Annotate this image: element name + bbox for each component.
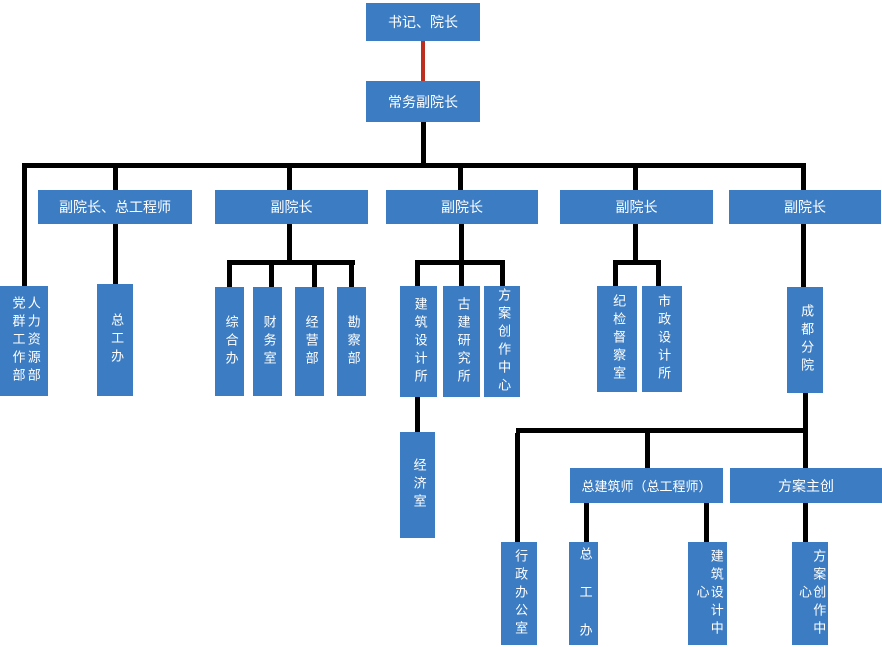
node-label: 副院长 — [270, 200, 313, 216]
connector-drop-branch-3 — [633, 168, 638, 190]
node-chengdu-branch[interactable]: 成都分院 — [787, 287, 823, 393]
connector-drop-branch-0 — [113, 168, 118, 190]
node-label: 总建筑师（总工程师） — [581, 480, 712, 495]
node-label: 副院长、总工程师 — [59, 200, 171, 216]
node-branch-scheme-creation-center[interactable]: 方案创作中心 — [792, 542, 828, 645]
node-label: 书记、院长 — [388, 15, 458, 31]
node-label: 党群工作部 — [9, 296, 25, 386]
connector-branch2-drop-0 — [415, 265, 420, 286]
connector-branch4-stem — [801, 224, 806, 287]
connector-branch3-drop-0 — [613, 265, 618, 286]
connector-executive-stem — [421, 122, 426, 163]
node-label: 市政设计所 — [655, 294, 671, 384]
connector-branch1-drop-2 — [312, 265, 317, 287]
node-ancient-building-institute[interactable]: 古建研究所 — [443, 286, 480, 397]
node-label: 勘察部 — [344, 314, 360, 369]
node-label: 副院长 — [784, 200, 826, 216]
node-label: 建筑设计中心 — [693, 548, 723, 639]
node-vice-dean-4[interactable]: 副院长 — [729, 190, 881, 224]
node-architecture-design-center[interactable]: 建筑设计中心 — [688, 542, 727, 645]
node-label: 经济室 — [410, 458, 426, 512]
node-economics-office[interactable]: 经济室 — [400, 432, 435, 538]
node-label: 方案主创 — [778, 478, 834, 495]
node-scheme-chief-creator[interactable]: 方案主创 — [730, 468, 882, 503]
connector-chief-architect-drop-0 — [584, 503, 589, 542]
node-label: 常务副院长 — [388, 94, 458, 111]
node-label: 总 工 办 — [576, 546, 592, 641]
connector-branch3-drop-1 — [656, 265, 661, 286]
connector-branch2-stem — [459, 224, 464, 260]
node-vice-dean-1[interactable]: 副院长 — [215, 190, 368, 224]
node-executive-vice-dean[interactable]: 常务副院长 — [366, 81, 480, 122]
connector-drop-hq-depts — [22, 168, 27, 286]
connector-main-rail — [22, 163, 806, 168]
node-chief-architect[interactable]: 总建筑师（总工程师） — [570, 468, 723, 503]
node-branch-chief-engineer-office[interactable]: 总 工 办 — [569, 542, 598, 645]
node-label: 副院长 — [441, 200, 483, 216]
connector-branch1-drop-1 — [269, 265, 274, 287]
connector-scheme-chief-drop — [803, 503, 808, 542]
node-scheme-creation-center[interactable]: 方案创作中心 — [484, 286, 520, 397]
node-architecture-design-institute[interactable]: 建筑设计所 — [400, 286, 437, 397]
connector-branch1-stem — [287, 224, 292, 260]
node-label: 建筑设计所 — [411, 296, 427, 387]
node-label: 人力资源部 — [24, 296, 40, 386]
node-label: 行政办公室 — [512, 548, 528, 639]
connector-branch3-rail — [613, 260, 661, 265]
connector-drop-branch-4 — [801, 168, 806, 190]
connector-branch3-stem — [633, 224, 638, 260]
node-vice-dean-3[interactable]: 副院长 — [560, 190, 713, 224]
connector-branch2-drop-1 — [459, 265, 464, 286]
connector-chengdu-rail — [516, 428, 808, 433]
connector-branch2-drop-2 — [500, 265, 505, 286]
node-label: 综合办 — [222, 314, 238, 369]
node-vice-dean-2[interactable]: 副院长 — [386, 190, 538, 224]
node-finance-office[interactable]: 财务室 — [253, 287, 282, 396]
node-business-dept[interactable]: 经营部 — [295, 287, 324, 396]
connector-branch1-rail — [227, 260, 355, 265]
connector-branch2-rail — [415, 260, 505, 265]
node-party-mass-and-hr-dept[interactable]: 党群工作部 人力资源部 — [0, 286, 48, 396]
connector-drop-admin-office — [515, 433, 520, 542]
connector-design-institute-economics — [415, 397, 420, 432]
node-survey-dept[interactable]: 勘察部 — [337, 287, 366, 396]
node-label: 副院长 — [615, 200, 658, 216]
node-general-office[interactable]: 综合办 — [215, 287, 244, 396]
node-secretary-dean[interactable]: 书记、院长 — [366, 3, 480, 41]
node-label: 古建研究所 — [454, 296, 470, 387]
node-label: 财务室 — [260, 314, 276, 369]
node-vice-dean-chief-engineer[interactable]: 副院长、总工程师 — [38, 190, 192, 224]
connector-drop-chief-architect — [645, 433, 650, 468]
node-chief-engineer-office[interactable]: 总工办 — [97, 284, 133, 396]
node-label: 总工办 — [108, 313, 124, 367]
connector-branch0-child — [113, 224, 118, 284]
node-label: 方案创作中心 — [796, 548, 826, 639]
node-label: 纪检督察室 — [610, 294, 626, 384]
node-label: 经营部 — [302, 314, 318, 369]
connector-chief-architect-drop-1 — [704, 503, 709, 542]
connector-branch1-drop-0 — [227, 265, 232, 287]
node-admin-office[interactable]: 行政办公室 — [501, 542, 537, 645]
connector-drop-branch-1 — [287, 168, 292, 190]
connector-branch1-drop-3 — [349, 265, 354, 287]
connector-root-executive — [421, 41, 425, 81]
node-discipline-inspection-office[interactable]: 纪检督察室 — [597, 286, 637, 392]
node-label: 成都分院 — [798, 304, 814, 376]
connector-drop-branch-2 — [458, 168, 463, 190]
node-label: 方案创作中心 — [495, 287, 511, 396]
node-municipal-design-institute[interactable]: 市政设计所 — [642, 286, 682, 392]
